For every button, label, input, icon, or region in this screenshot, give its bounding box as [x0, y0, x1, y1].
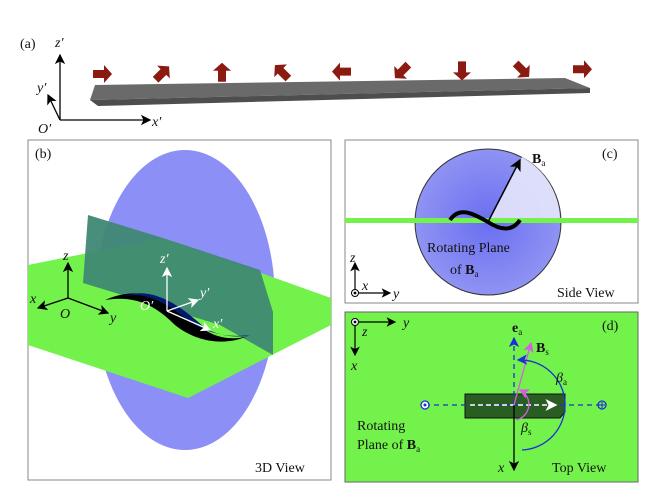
z-label: z	[62, 249, 69, 264]
x-prime-label: x′	[212, 317, 223, 332]
x-prime-label: x′	[151, 115, 162, 130]
panel-d: (d) y z x ea Bs βa βs x Rotating Plane o…	[344, 311, 639, 483]
y-label: y	[401, 316, 410, 331]
field-arrow	[93, 65, 112, 83]
swimmer-top-view	[464, 393, 566, 419]
panel-d-tag: (d)	[602, 319, 619, 334]
z-label: z	[349, 251, 356, 266]
y-prime-axis	[47, 93, 61, 121]
beta-s-arc	[515, 389, 531, 421]
plane-text-line2: Plane of Ba	[357, 438, 420, 454]
field-arrow	[512, 60, 530, 78]
field-arrow	[274, 64, 292, 82]
field-arrow	[394, 61, 412, 79]
z-prime-label: z′	[159, 252, 169, 267]
ea-label: ea	[512, 321, 522, 337]
x-axis-label: x	[497, 461, 505, 476]
z-label: z	[361, 325, 368, 340]
into-page-icon	[597, 400, 607, 410]
panel-c-tag: (c)	[602, 147, 618, 162]
bs-vector	[513, 341, 534, 406]
disk-text-line2: of Ba	[450, 263, 479, 279]
field-vector-ba	[487, 158, 521, 223]
panel-d-caption: Top View	[552, 461, 607, 476]
disk-sweep-light	[488, 157, 561, 222]
panel-b: (b) 3D View z x y O z′ y′ x′ O′	[27, 139, 332, 481]
panel-d-axes: y z x	[350, 316, 410, 374]
field-arrow	[332, 62, 351, 81]
x-label: x	[361, 279, 369, 294]
plane-text-line1: Rotating	[357, 419, 405, 434]
rod	[90, 78, 590, 106]
disk-plane-overlap	[83, 215, 273, 355]
beta-a-arc	[516, 354, 566, 451]
y-label: y	[391, 287, 400, 302]
disk-text-line1: Rotating Plane	[427, 241, 510, 256]
panel-a-axes: z′ y′ x′ O′	[35, 36, 162, 137]
ba-label: Ba	[532, 152, 545, 168]
field-arrow	[453, 61, 471, 81]
origin-label: O	[60, 307, 70, 322]
field-arrow	[573, 60, 592, 79]
panel-c-caption: Side View	[557, 286, 616, 301]
panel-a: (a) z′ y′ x′ O′	[20, 36, 592, 137]
x-label: x	[350, 359, 358, 374]
panel-a-tag: (a)	[20, 37, 36, 52]
y-prime-label: y′	[198, 286, 210, 301]
bs-label: Bs	[536, 341, 549, 357]
global-axes: z x y O	[29, 249, 117, 326]
z-prime-label: z′	[54, 36, 64, 51]
origin-prime-label: O′	[38, 122, 52, 137]
beta-s-label: βs	[520, 421, 532, 437]
panel-c: Ba (c) Rotating Plane of Ba Side View z …	[344, 139, 639, 304]
x-label: x	[29, 292, 37, 307]
field-arrows	[93, 60, 592, 83]
swimmer-body	[105, 293, 250, 342]
panel-b-caption: 3D View	[255, 461, 306, 476]
y-prime-label: y′	[35, 81, 47, 96]
swimmer-top	[125, 293, 250, 337]
beta-a-label: βa	[555, 371, 567, 387]
origin-prime-label: O′	[140, 299, 154, 314]
body-axes: z′ y′ x′ O′	[140, 252, 223, 332]
panel-b-tag: (b)	[35, 147, 52, 162]
y-label: y	[108, 311, 117, 326]
field-arrow	[213, 62, 231, 82]
panel-c-axes: z x y	[349, 251, 400, 302]
field-arrow	[152, 65, 170, 83]
xy-plane-edge	[345, 218, 638, 223]
